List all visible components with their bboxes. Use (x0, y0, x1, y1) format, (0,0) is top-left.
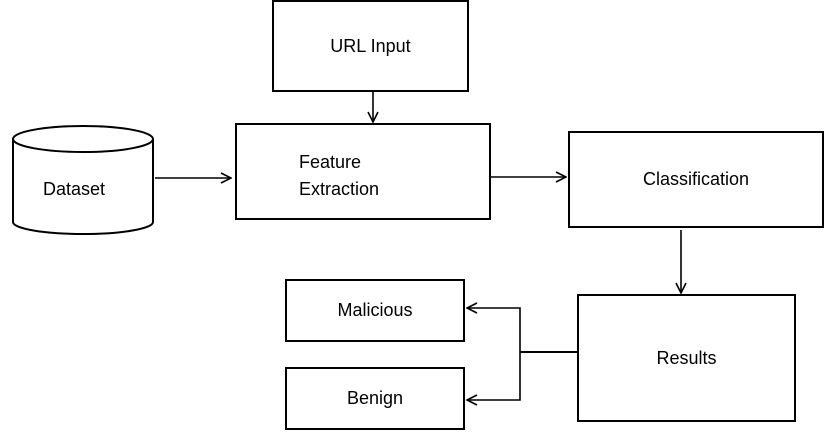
dataset-cylinder (12, 125, 154, 235)
arrow-results-to-malicious (467, 308, 521, 352)
classification-node: Classification (568, 131, 824, 228)
feature-extraction-label-line1: Feature (299, 152, 362, 172)
dataset-label: Dataset (43, 179, 106, 199)
results-label: Results (656, 347, 717, 368)
classification-label: Classification (642, 169, 750, 189)
results-node: Results (577, 294, 796, 422)
feature-extraction-label-line2: Extraction (299, 179, 380, 199)
url-input-label: URL Input (330, 35, 411, 56)
url-input-node: URL Input (272, 0, 469, 92)
malicious-label: Malicious (337, 300, 413, 320)
feature-extraction-node: Feature Extraction (235, 123, 491, 220)
benign-node: Benign (285, 367, 465, 430)
arrow-results-to-benign (467, 352, 521, 400)
benign-label: Benign (346, 388, 404, 408)
malicious-node: Malicious (285, 279, 465, 342)
